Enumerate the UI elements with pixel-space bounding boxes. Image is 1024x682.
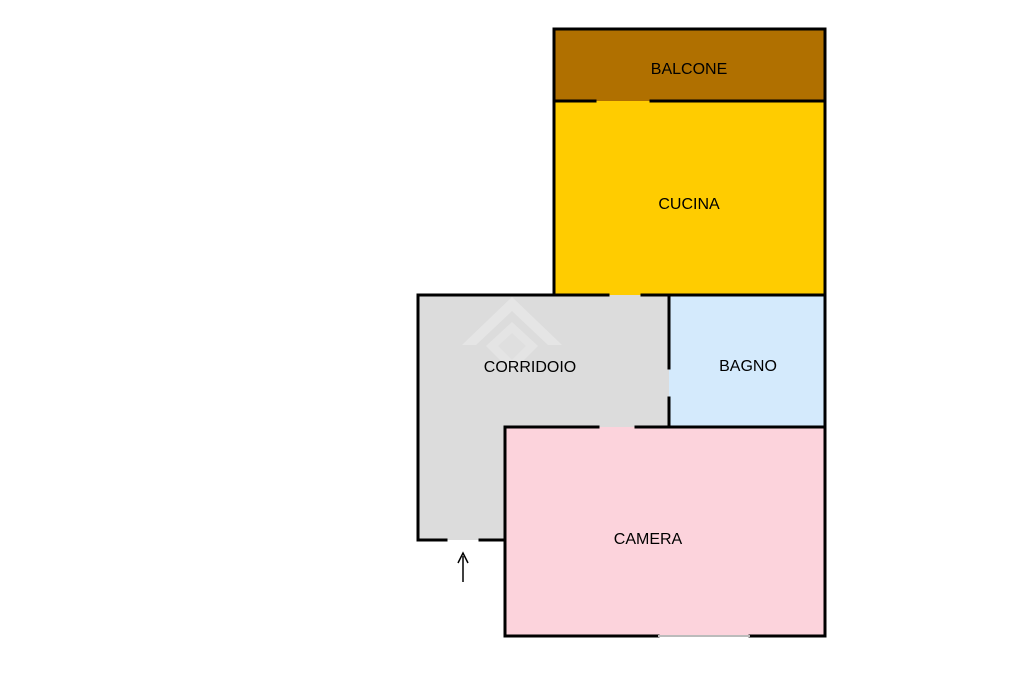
label-balcone: BALCONE	[651, 61, 727, 78]
room-corridoio	[418, 295, 669, 540]
room-balcone	[554, 29, 825, 101]
up-arrow-icon	[457, 551, 469, 582]
label-camera: CAMERA	[614, 531, 683, 548]
room-camera	[505, 427, 825, 636]
room-cucina	[554, 101, 825, 295]
label-cucina: CUCINA	[658, 196, 720, 213]
label-bagno: BAGNO	[719, 358, 777, 375]
label-corridoio: CORRIDOIO	[484, 359, 576, 376]
walls	[416, 27, 827, 638]
room-bagno	[669, 295, 825, 427]
house-logo-watermark	[462, 297, 562, 372]
